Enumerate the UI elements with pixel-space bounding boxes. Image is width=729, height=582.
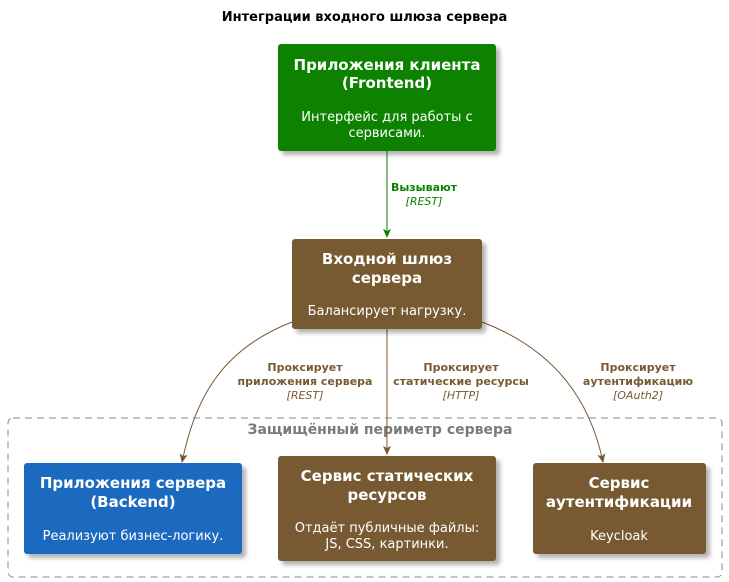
node-title: Приложения клиента bbox=[294, 56, 481, 74]
edge-label: Вызывают bbox=[391, 181, 458, 194]
node-title: сервера bbox=[352, 269, 422, 287]
node-description: JS, CSS, картинки. bbox=[324, 537, 448, 552]
node-box bbox=[278, 44, 496, 151]
edge-label: Проксирует bbox=[423, 361, 499, 374]
boundary-frame bbox=[7, 417, 723, 578]
node-backend[interactable]: Приложения сервера (Backend) Реализуют б… bbox=[24, 463, 242, 554]
edge-label: аутентификацию bbox=[583, 375, 693, 388]
boundary-label: Защищённый периметр сервера bbox=[248, 422, 513, 438]
edge-gateway-to-static: Проксирует статические ресурсы [HTTP] bbox=[383, 329, 529, 455]
edge-front-to-gateway: Вызывают [REST] bbox=[383, 151, 458, 238]
node-box bbox=[533, 463, 706, 554]
edge-line bbox=[481, 321, 606, 463]
node-title: Сервис статических bbox=[301, 467, 474, 485]
node-description: Балансирует нагрузку. bbox=[308, 304, 467, 319]
node-description: Реализуют бизнес-логику. bbox=[43, 529, 224, 544]
node-description: сервисами. bbox=[348, 126, 425, 141]
node-box bbox=[24, 463, 242, 554]
node-frontend[interactable]: Приложения клиента (Frontend) Интерфейс … bbox=[278, 44, 496, 151]
edge-label: приложения сервера bbox=[238, 375, 373, 388]
node-static[interactable]: Сервис статических ресурсов Отдаёт публи… bbox=[278, 456, 496, 561]
node-title: (Backend) bbox=[90, 493, 175, 511]
edge-tech: [OAuth2] bbox=[613, 389, 663, 402]
node-gateway[interactable]: Входной шлюз сервера Балансирует нагрузк… bbox=[292, 239, 482, 329]
node-box bbox=[278, 456, 496, 561]
node-box bbox=[292, 239, 482, 329]
diagram-title: Интеграции входного шлюза сервера bbox=[221, 10, 508, 25]
edge-tech: [HTTP] bbox=[443, 389, 480, 402]
edge-tech: [REST] bbox=[406, 195, 443, 208]
node-auth[interactable]: Сервис аутентификации Keycloak bbox=[533, 463, 706, 554]
edge-gateway-to-backend: Проксирует приложения сервера [REST] bbox=[179, 321, 373, 463]
node-title: Сервис bbox=[589, 474, 650, 492]
node-title: (Frontend) bbox=[342, 74, 432, 92]
node-description: Интерфейс для работы с bbox=[301, 110, 472, 125]
boundary-secure-perimeter: Защищённый периметр сервера bbox=[7, 417, 723, 578]
edge-label: статические ресурсы bbox=[393, 375, 529, 388]
edge-label: Проксирует bbox=[600, 361, 676, 374]
edge-tech: [REST] bbox=[287, 389, 324, 402]
node-description: Отдаёт публичные файлы: bbox=[295, 521, 480, 536]
node-title: Входной шлюз bbox=[322, 250, 452, 268]
edge-line bbox=[179, 321, 293, 463]
edge-gateway-to-auth: Проксирует аутентификацию [OAuth2] bbox=[481, 321, 693, 463]
node-title: ресурсов bbox=[347, 486, 426, 504]
node-title: аутентификации bbox=[546, 493, 692, 511]
node-title: Приложения сервера bbox=[40, 474, 226, 492]
node-description: Keycloak bbox=[590, 529, 648, 544]
edge-label: Проксирует bbox=[267, 361, 343, 374]
